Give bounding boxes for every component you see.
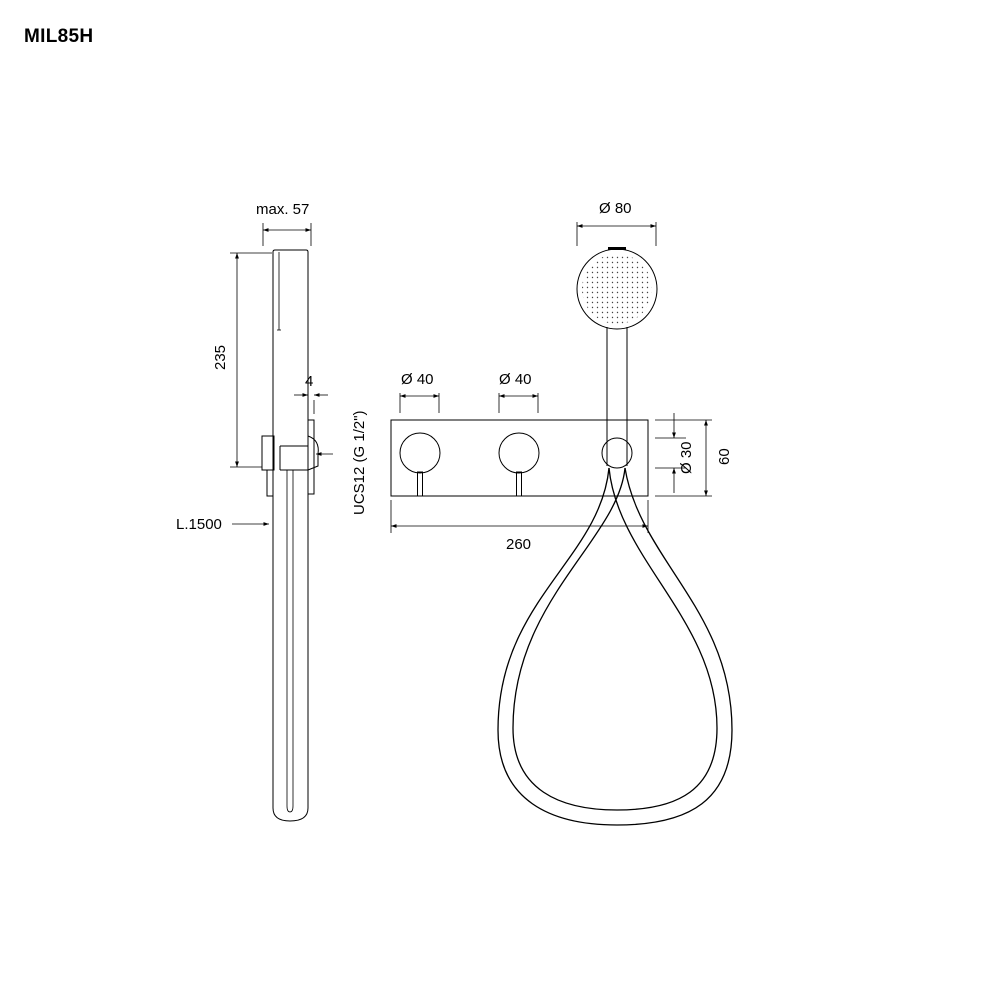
front-view: Ø 40 Ø 40 Ø 80 Ø 30 60 260 <box>390 200 733 826</box>
hand-shower-side-outline <box>272 249 309 822</box>
side-view: max. 57 235 4 UCS12 (G 1/2") L.1500 <box>176 201 368 822</box>
dim-side-depth: max. 57 <box>256 201 309 218</box>
dim-plate-width: 260 <box>506 536 531 553</box>
shower-head-button <box>608 247 626 250</box>
dim-outlet-diameter: Ø 30 <box>678 441 695 474</box>
bracket-hook <box>266 469 274 497</box>
dim-bracket-thickness: 4 <box>305 373 313 390</box>
model-code: MIL85H <box>24 26 94 47</box>
knob-2-lever <box>516 471 522 497</box>
dim-side-height: 235 <box>212 345 229 370</box>
wall-plate-front <box>390 419 649 497</box>
hose-outlet <box>601 437 633 469</box>
dim-hose-length: L.1500 <box>176 516 222 533</box>
bracket-back-plate <box>261 435 275 471</box>
hand-shower-handle <box>606 327 628 466</box>
mixer-knob-1 <box>399 432 441 474</box>
dim-knob-1-diameter: Ø 40 <box>401 371 434 388</box>
bracket-arm <box>307 435 319 471</box>
shower-hose-inner <box>512 467 718 811</box>
knob-1-lever <box>417 471 423 497</box>
shower-hose-outer <box>497 467 733 826</box>
hose-channel <box>286 470 294 813</box>
mixer-knob-2 <box>498 432 540 474</box>
wall-plate-side <box>307 419 315 495</box>
dim-knob-2-diameter: Ø 40 <box>499 371 532 388</box>
dim-shower-head-diameter: Ø 80 <box>599 200 632 217</box>
dim-connection: UCS12 (G 1/2") <box>351 410 368 515</box>
shower-head-nozzles <box>582 254 652 324</box>
dim-plate-height: 60 <box>716 448 733 465</box>
